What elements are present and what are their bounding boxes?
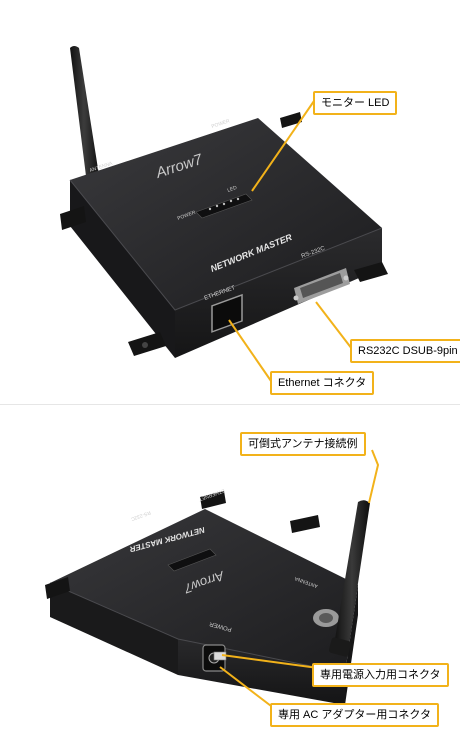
callout-leader-lines-rear bbox=[219, 449, 380, 710]
power-jack bbox=[202, 644, 227, 672]
callout-monitor-led: モニター LED bbox=[313, 91, 398, 115]
led-strip-rear bbox=[167, 548, 217, 572]
callout-rs232c-dsub: RS232C DSUB-9pin bbox=[350, 339, 460, 363]
power-label-top: POWER bbox=[211, 118, 231, 130]
callout-ethernet-connector: Ethernet コネクタ bbox=[270, 371, 375, 395]
top-panel bbox=[70, 118, 382, 310]
antenna-rear bbox=[313, 500, 370, 657]
panel-divider bbox=[0, 404, 460, 405]
callout-power-input: 専用電源入力用コネクタ bbox=[312, 663, 449, 687]
callout-ac-adapter: 専用 AC アダプター用コネクタ bbox=[270, 703, 439, 727]
rs232c-port bbox=[293, 268, 350, 304]
top-panel-rear bbox=[50, 509, 358, 673]
device-front-photo: Arrow7 NETWORK MASTER ANTENNA POWER LED … bbox=[60, 46, 388, 382]
callout-leader-lines bbox=[228, 100, 353, 382]
mounting-bracket bbox=[60, 112, 388, 356]
rs232c-label-rear: RS-232C bbox=[130, 509, 152, 522]
mounting-bracket-rear bbox=[45, 491, 320, 599]
device-rear-view: Arrow7 NETWORK MASTER ANTENNA POWER ETHE… bbox=[0, 405, 460, 730]
callout-removable-antenna: 可倒式アンテナ接続例 bbox=[240, 432, 366, 456]
ethernet-port bbox=[211, 293, 243, 333]
led-strip bbox=[195, 193, 253, 219]
device-front-view: Arrow7 NETWORK MASTER ANTENNA POWER LED … bbox=[60, 46, 460, 395]
power-label-rear: POWER bbox=[208, 620, 232, 632]
device-rear-photo: Arrow7 NETWORK MASTER ANTENNA POWER ETHE… bbox=[45, 449, 380, 710]
led-label: LED bbox=[227, 185, 239, 194]
